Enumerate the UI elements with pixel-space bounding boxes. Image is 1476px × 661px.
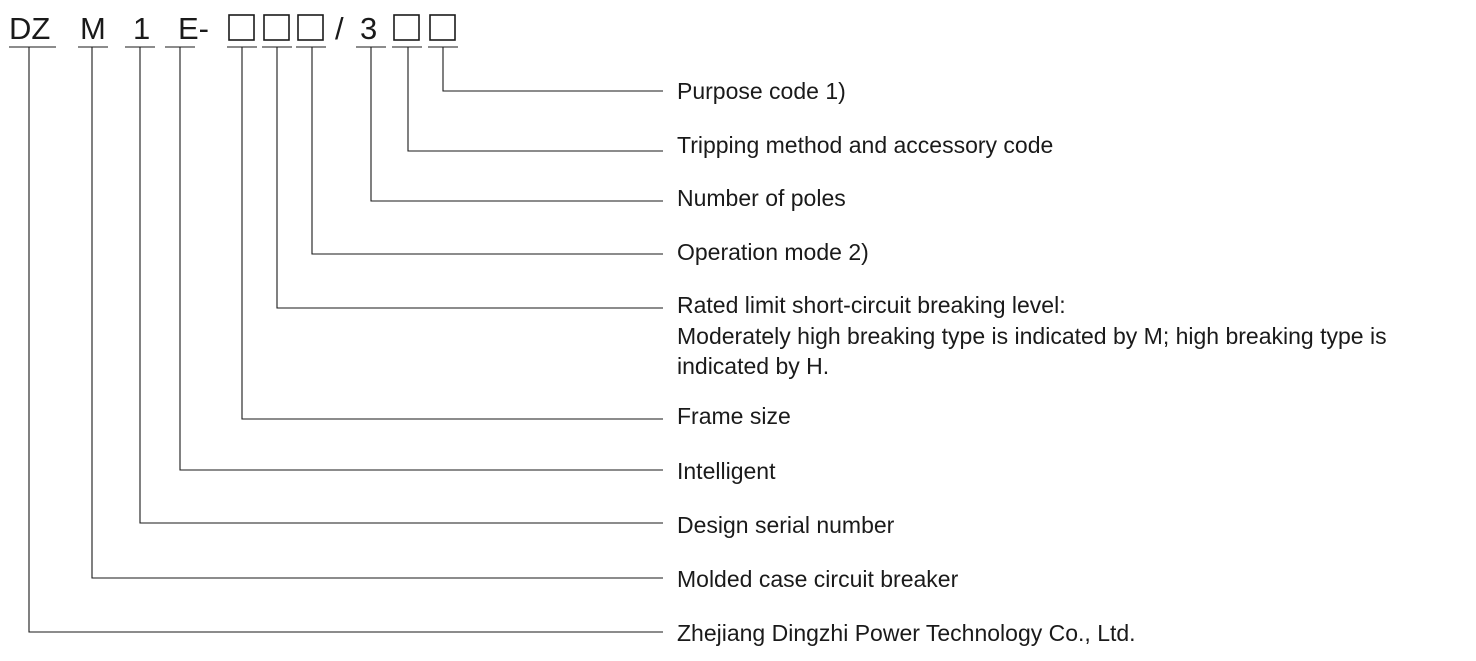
connector-intelligent [179, 47, 663, 471]
connector-number-of-poles [370, 47, 663, 202]
placeholder-box-tripping [393, 14, 420, 41]
desc-line: Zhejiang Dingzhi Power Technology Co., L… [677, 620, 1136, 646]
placeholder-box-breaking-level [263, 14, 290, 41]
desc-purpose-code: Purpose code 1) [677, 78, 846, 104]
connector-frame-size [241, 47, 663, 420]
desc-line: Operation mode 2) [677, 239, 869, 265]
desc-line: Moderately high breaking type is indicat… [677, 323, 1387, 349]
connector-operation-mode [311, 47, 663, 255]
code-slash: / [335, 11, 344, 46]
connector-manufacturer [28, 47, 663, 633]
desc-molded-case: Molded case circuit breaker [677, 566, 959, 592]
code-e: E- [178, 11, 209, 46]
desc-line: Frame size [677, 403, 791, 429]
desc-line: Design serial number [677, 512, 895, 538]
desc-line: Molded case circuit breaker [677, 566, 959, 592]
desc-operation-mode: Operation mode 2) [677, 239, 869, 265]
desc-line: indicated by H. [677, 353, 829, 379]
desc-intelligent: Intelligent [677, 458, 776, 484]
connector-purpose-code [442, 47, 663, 92]
code-1: 1 [133, 11, 150, 46]
desc-breaking-level: Rated limit short-circuit breaking level… [677, 292, 1393, 379]
desc-manufacturer: Zhejiang Dingzhi Power Technology Co., L… [677, 620, 1136, 646]
desc-line: Number of poles [677, 185, 846, 211]
model-code: DZ M 1 E- / 3 [9, 11, 456, 46]
code-m: M [80, 11, 106, 46]
desc-number-of-poles: Number of poles [677, 185, 846, 211]
connector-design-serial [139, 47, 663, 524]
descriptions: Purpose code 1) Tripping method and acce… [677, 78, 1393, 646]
desc-line: Intelligent [677, 458, 776, 484]
desc-design-serial: Design serial number [677, 512, 895, 538]
desc-line: Purpose code 1) [677, 78, 846, 104]
connector-molded-case [91, 47, 663, 579]
desc-frame-size: Frame size [677, 403, 791, 429]
connector-tripping-method [407, 47, 663, 152]
desc-line: Tripping method and accessory code [677, 132, 1053, 158]
placeholder-box-frame-size [228, 14, 255, 41]
code-dz: DZ [9, 11, 50, 46]
placeholder-box-purpose [429, 14, 456, 41]
desc-line: Rated limit short-circuit breaking level… [677, 292, 1066, 318]
connector-lines [28, 47, 663, 633]
desc-tripping-method: Tripping method and accessory code [677, 132, 1053, 158]
connector-breaking-level [276, 47, 663, 309]
placeholder-box-operation-mode [297, 14, 324, 41]
code-3: 3 [360, 11, 377, 46]
